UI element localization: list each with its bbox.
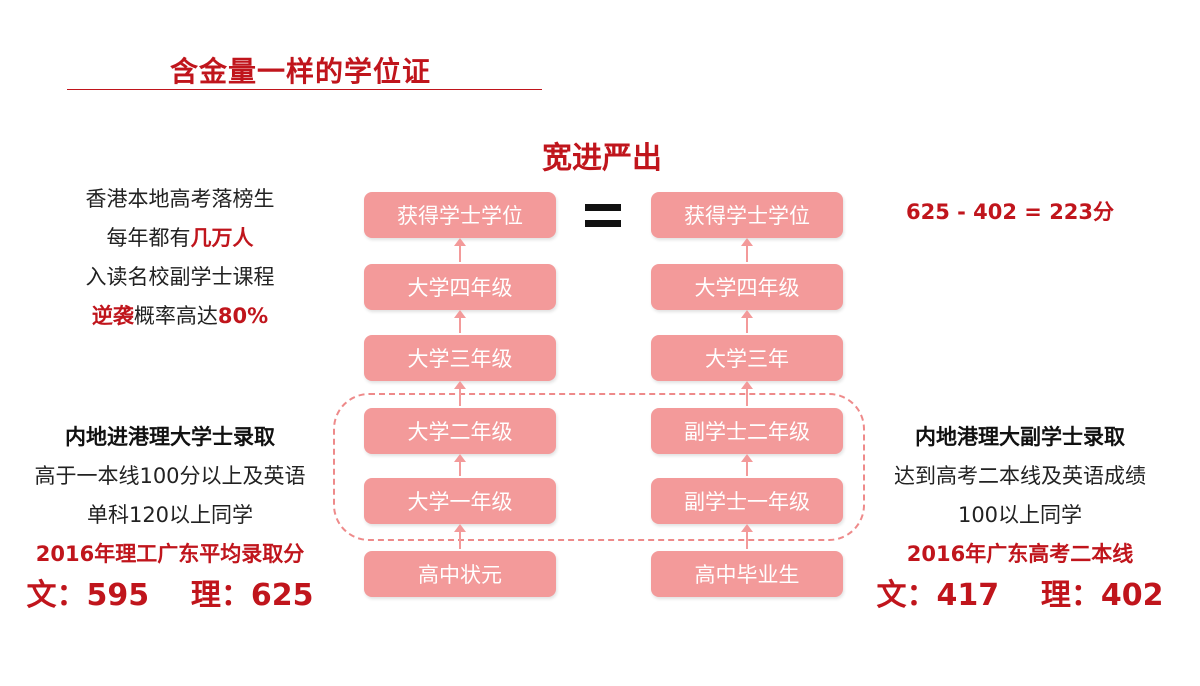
title-underline xyxy=(67,89,542,90)
right-arrow-up-icon xyxy=(741,381,753,406)
equals-icon xyxy=(585,204,621,228)
left-admission-scores: 文：595 理：625 xyxy=(26,578,314,613)
right-arrow-up-icon xyxy=(741,524,753,549)
right-admission-scores: 文：417 理：402 xyxy=(876,578,1164,613)
left-arrow-up-icon xyxy=(454,381,466,406)
right-arrow-up-icon xyxy=(741,454,753,476)
page-title: 含金量一样的学位证 xyxy=(170,55,432,88)
left-admission-info: 内地进港理大学士录取 高于一本线100分以上及英语 单科120以上同学 2016… xyxy=(14,418,326,618)
left-admission-line2: 单科120以上同学 xyxy=(86,503,254,527)
right-arrow-up-icon xyxy=(741,238,753,262)
left-box-year-1: 大学一年级 xyxy=(364,478,556,524)
right-admission-line1: 达到高考二本线及英语成绩 xyxy=(894,464,1146,488)
left-notes-line4: 逆袭概率高达80% xyxy=(91,304,269,328)
center-title: 宽进严出 xyxy=(542,141,662,176)
left-box-bachelor-degree: 获得学士学位 xyxy=(364,192,556,238)
left-box-year-3: 大学三年级 xyxy=(364,335,556,381)
left-admission-highlight: 2016年理工广东平均录取分 xyxy=(35,542,305,566)
left-box-year-2: 大学二年级 xyxy=(364,408,556,454)
right-box-associate-year-2: 副学士二年级 xyxy=(651,408,843,454)
left-arrow-up-icon xyxy=(454,454,466,476)
left-arrow-up-icon xyxy=(454,524,466,549)
left-arrow-up-icon xyxy=(454,238,466,262)
dashed-highlight-frame xyxy=(333,393,865,541)
left-notes-line2: 每年都有几万人 xyxy=(106,226,254,250)
right-box-high-school-graduate: 高中毕业生 xyxy=(651,551,843,597)
right-box-bachelor-degree: 获得学士学位 xyxy=(651,192,843,238)
left-admission-line1: 高于一本线100分以上及英语 xyxy=(34,464,306,488)
left-admission-heading: 内地进港理大学士录取 xyxy=(65,425,275,449)
left-notes-line3: 入读名校副学士课程 xyxy=(85,265,275,289)
right-admission-highlight: 2016年广东高考二本线 xyxy=(906,542,1134,566)
left-box-year-4: 大学四年级 xyxy=(364,264,556,310)
right-arrow-up-icon xyxy=(741,310,753,333)
right-admission-info: 内地港理大副学士录取 达到高考二本线及英语成绩 100以上同学 2016年广东高… xyxy=(870,418,1170,618)
score-difference-formula: 625 - 402 = 223分 xyxy=(905,200,1115,224)
left-notes-line1: 香港本地高考落榜生 xyxy=(85,187,275,211)
right-box-associate-year-1: 副学士一年级 xyxy=(651,478,843,524)
right-box-year-3: 大学三年 xyxy=(651,335,843,381)
right-box-year-4: 大学四年级 xyxy=(651,264,843,310)
right-admission-line2: 100以上同学 xyxy=(957,503,1083,527)
left-arrow-up-icon xyxy=(454,310,466,333)
right-admission-heading: 内地港理大副学士录取 xyxy=(915,425,1125,449)
left-box-top-scorer: 高中状元 xyxy=(364,551,556,597)
left-notes: 香港本地高考落榜生 每年都有几万人 入读名校副学士课程 逆袭概率高达80% xyxy=(40,180,320,336)
